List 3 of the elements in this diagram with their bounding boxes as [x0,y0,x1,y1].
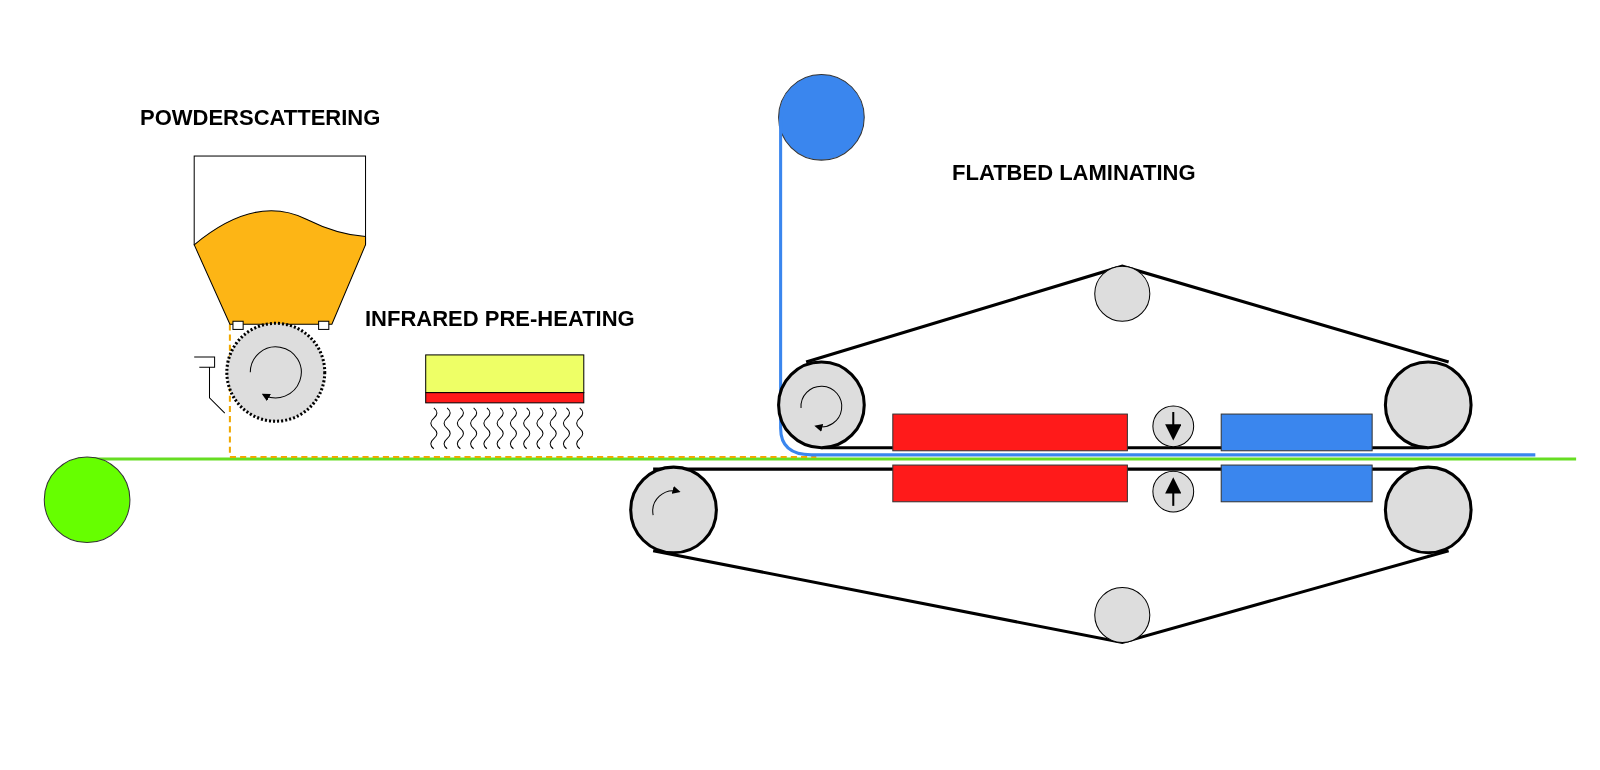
process-label: POWDERSCATTERING [140,105,381,131]
process-label: FLATBED LAMINATING [952,160,1196,186]
process-label: INFRARED PRE-HEATING [365,306,635,332]
